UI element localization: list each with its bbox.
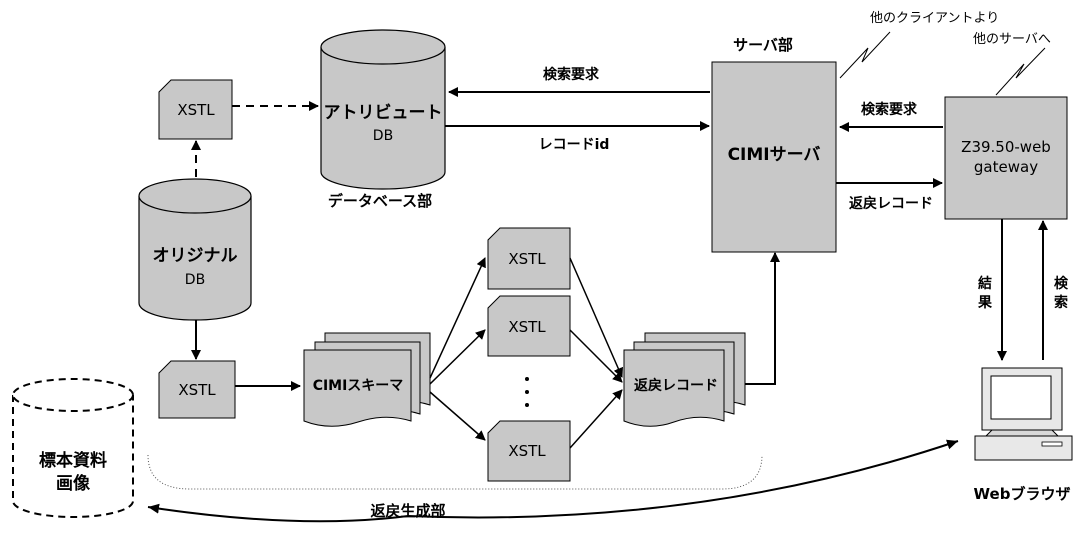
- other-servers-link-icon: [995, 47, 1046, 96]
- gateway-label-line1: Z39.50-web: [961, 138, 1051, 156]
- schema-to-xstl-c-arrow: [429, 391, 486, 441]
- xstl-box-b: XSTL: [487, 295, 571, 357]
- search-label-2: 索: [1054, 294, 1068, 311]
- return-generation-boundary: [147, 454, 763, 490]
- specimen-images-cylinder: 標本資料 画像: [12, 378, 134, 518]
- return-to-server-arrow: [745, 252, 780, 385]
- cimi-server-label: CIMIサーバ: [728, 145, 821, 165]
- schema-to-xstl-b-arrow: [429, 329, 486, 385]
- attribute-db-cylinder: アトリビュート DB: [320, 29, 446, 190]
- xstl-label: XSTL: [177, 101, 215, 119]
- ellipsis-dots: [525, 377, 529, 407]
- return-records-stack: 返戻レコード: [623, 332, 746, 427]
- xstl-label: XSTL: [508, 318, 546, 336]
- attribute-db-db-label: DB: [373, 128, 393, 144]
- xstl-label: XSTL: [508, 442, 546, 460]
- specimen-label-line2: 画像: [56, 474, 91, 494]
- curve-to-specimen-arrow: [147, 503, 409, 523]
- return-generation-label: 返戻生成部: [370, 502, 445, 520]
- cimi-schema-stack: CIMIスキーマ: [303, 332, 431, 427]
- return-record-label: 返戻レコード: [849, 195, 933, 212]
- web-browser-label: Webブラウザ: [974, 485, 1071, 503]
- result-label-1: 結: [978, 275, 992, 292]
- gateway-label-line2: gateway: [974, 158, 1038, 176]
- other-servers-label: 他のサーバへ: [973, 32, 1051, 47]
- xstl-box-mid: XSTL: [158, 360, 236, 419]
- return-records-label: 返戻レコード: [634, 377, 718, 394]
- xstl-label: XSTL: [178, 381, 216, 399]
- specimen-label-line1: 標本資料: [39, 450, 107, 471]
- cimi-schema-label: CIMIスキーマ: [313, 378, 404, 394]
- xstl-b-to-return-arrow: [569, 329, 623, 383]
- original-db-cylinder: オリジナル DB: [138, 178, 252, 321]
- xstl-label: XSTL: [508, 250, 546, 268]
- original-db-label: オリジナル: [153, 246, 238, 266]
- gateway-search-request-label: 検索要求: [861, 101, 918, 118]
- schema-to-xstl-a-arrow: [429, 257, 486, 379]
- cimi-server-box: [711, 61, 837, 253]
- gateway-box: [944, 96, 1068, 220]
- database-section-label: データベース部: [328, 192, 432, 210]
- search-request-label: 検索要求: [543, 66, 600, 83]
- xstl-box-a: XSTL: [487, 227, 571, 290]
- search-label-1: 検: [1054, 275, 1069, 292]
- record-id-label: レコードid: [539, 137, 610, 153]
- computer-icon: [974, 367, 1073, 461]
- xstl-box-c: XSTL: [487, 420, 571, 482]
- attribute-db-label: アトリビュート: [324, 103, 443, 123]
- xstl-c-to-return-arrow: [569, 389, 623, 449]
- other-clients-link-icon: [839, 31, 891, 79]
- original-db-db-label: DB: [185, 272, 205, 288]
- curve-to-browser-arrow: [407, 439, 959, 519]
- server-section-label: サーバ部: [733, 36, 793, 54]
- other-clients-label: 他のクライアントより: [870, 11, 999, 26]
- result-label-2: 果: [977, 295, 993, 311]
- xstl-box-top: XSTL: [158, 79, 233, 140]
- xstl-a-to-return-arrow: [569, 257, 623, 378]
